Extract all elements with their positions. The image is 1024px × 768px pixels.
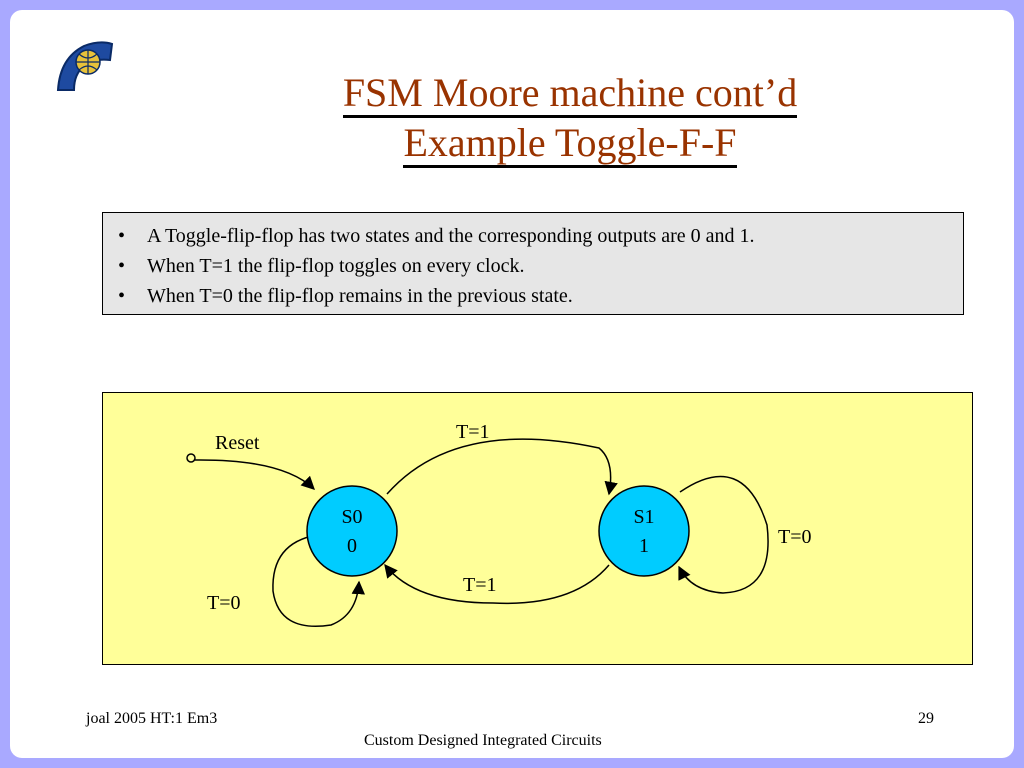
state-s0-circle bbox=[306, 485, 398, 577]
label-s0-self: T=0 bbox=[207, 592, 241, 614]
footer-course-name: Custom Designed Integrated Circuits bbox=[364, 732, 602, 749]
footer-page-number: 29 bbox=[918, 710, 934, 727]
footer-author: joal 2005 HT:1 Em3 bbox=[86, 710, 218, 727]
transition-s1-to-s0 bbox=[384, 563, 610, 605]
label-s1-to-s0: T=1 bbox=[463, 574, 497, 596]
reset-label: Reset bbox=[215, 432, 260, 454]
state-diagram-canvas: S0 0 S1 1 Reset T=1 T=1 T=0 T=0 bbox=[186, 421, 812, 627]
bullet-list: A Toggle-flip-flop has two states and th… bbox=[103, 213, 963, 311]
state-s0-name: S0 bbox=[341, 506, 362, 528]
state-s0-output: 0 bbox=[347, 535, 357, 557]
title-line-1: FSM Moore machine cont’d bbox=[342, 71, 798, 118]
slide-title: FSM Moore machine cont’d Example Toggle-… bbox=[270, 68, 870, 168]
transition-s1-self bbox=[678, 475, 769, 594]
bullet-item: A Toggle-flip-flop has two states and th… bbox=[118, 221, 963, 251]
title-line-2: Example Toggle-F-F bbox=[403, 121, 737, 168]
reset-origin-dot bbox=[186, 453, 196, 463]
slide: FSM Moore machine cont’d Example Toggle-… bbox=[10, 10, 1014, 758]
state-s1-name: S1 bbox=[633, 506, 654, 528]
bullet-item: When T=0 the flip-flop remains in the pr… bbox=[118, 281, 963, 311]
state-s1-output: 1 bbox=[639, 535, 649, 557]
bullet-box: A Toggle-flip-flop has two states and th… bbox=[102, 212, 964, 315]
state-s1-circle bbox=[598, 485, 690, 577]
university-logo-icon bbox=[56, 41, 114, 91]
label-s1-self: T=0 bbox=[778, 526, 812, 548]
transition-s0-to-s1 bbox=[386, 438, 618, 496]
bullet-item: When T=1 the flip-flop toggles on every … bbox=[118, 251, 963, 281]
label-s0-to-s1: T=1 bbox=[456, 421, 490, 443]
transition-s0-self bbox=[272, 534, 365, 627]
reset-arrow bbox=[194, 459, 315, 490]
state-diagram: S0 0 S1 1 Reset T=1 T=1 T=0 T=0 bbox=[102, 392, 973, 665]
